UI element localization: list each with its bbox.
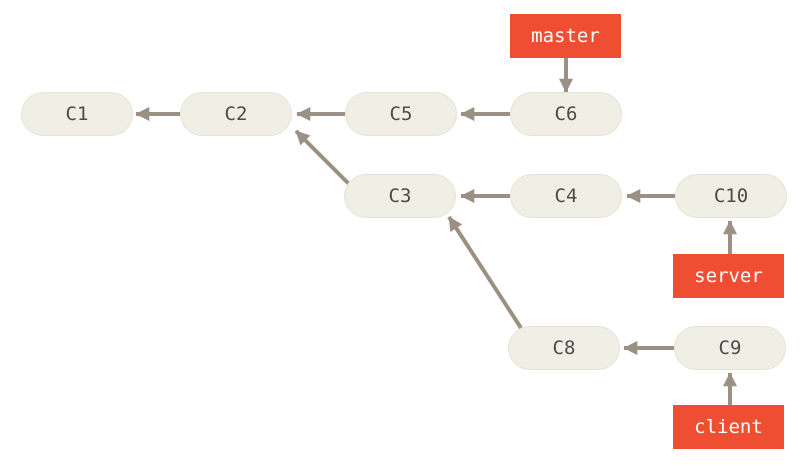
commit-node-c5: C5 bbox=[345, 92, 457, 136]
edge-arrow-c8-to-c3 bbox=[447, 215, 523, 330]
commit-node-c4: C4 bbox=[510, 174, 622, 218]
commit-node-c9: C9 bbox=[674, 326, 786, 370]
branch-label-master: master bbox=[510, 14, 621, 58]
branch-label-server: server bbox=[673, 254, 784, 298]
commit-node-c2: C2 bbox=[180, 92, 292, 136]
commit-node-c1: C1 bbox=[21, 92, 133, 136]
commit-node-c3: C3 bbox=[344, 174, 456, 218]
commit-node-c10: C10 bbox=[675, 174, 787, 218]
branch-label-client: client bbox=[673, 405, 784, 449]
edge-arrow-c3-to-c2 bbox=[294, 129, 353, 188]
commit-node-c6: C6 bbox=[510, 92, 622, 136]
commit-node-c8: C8 bbox=[508, 326, 620, 370]
